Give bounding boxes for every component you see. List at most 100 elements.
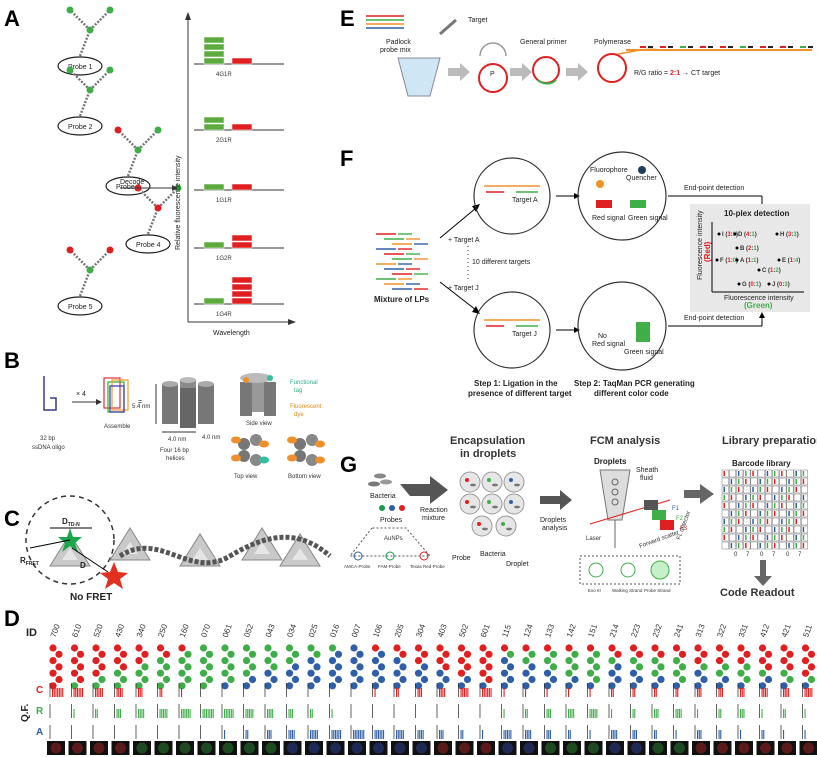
- barcode-sphere: [721, 675, 730, 684]
- probe-label: Probe 4: [136, 242, 161, 249]
- padlock-label-1: Padlock: [386, 39, 411, 46]
- barcode-stripe: [788, 519, 790, 524]
- qf-bar: [187, 709, 189, 718]
- qf-bar: [571, 709, 573, 718]
- qf-bar: [655, 709, 657, 718]
- probe-arms: [69, 249, 111, 297]
- barcode-cell: [743, 501, 751, 510]
- micro-bead: [50, 742, 62, 754]
- barcode-sphere: [156, 657, 165, 665]
- rfret-line: [29, 539, 71, 549]
- barcode-cell: [750, 525, 758, 534]
- qf-bar: [181, 688, 183, 697]
- qf-bar: [78, 688, 80, 697]
- barcode-sphere: [414, 682, 423, 690]
- qf-bar: [510, 730, 512, 739]
- barcode-cell: [786, 485, 794, 494]
- micro-bead: [566, 742, 578, 754]
- encap-title-1: Encapsulation: [450, 435, 525, 447]
- barcode-cell: [765, 525, 772, 534]
- qf-bar: [288, 709, 290, 718]
- ligation-circle-a: [473, 157, 551, 235]
- qf-bar: [383, 730, 385, 739]
- qf-bar: [444, 688, 446, 697]
- barcode-stripe: [781, 527, 783, 532]
- qf-bar: [399, 730, 401, 739]
- bacteria-label: Bacteria: [370, 493, 396, 500]
- qf-bar: [189, 709, 191, 718]
- qf-bar: [57, 688, 59, 697]
- barcode-id: 124: [522, 622, 535, 638]
- micro-bead: [523, 742, 535, 754]
- qf-bar: [207, 709, 209, 718]
- qf-bar: [205, 709, 207, 718]
- qf-bar: [596, 709, 598, 718]
- barcode-id: 430: [113, 622, 126, 638]
- green-signal-block: [630, 200, 646, 208]
- barcode-sphere: [313, 675, 321, 684]
- qf-bar: [356, 730, 358, 739]
- barcode-sphere: [780, 657, 788, 665]
- texas-probe-icon: [419, 551, 429, 561]
- qf-bar: [616, 730, 618, 739]
- qf-bar: [52, 688, 54, 697]
- barcode-sphere: [227, 650, 235, 658]
- barcode-cell: [765, 469, 772, 478]
- arrow-e1: [448, 63, 470, 81]
- polymerase-label: Polymerase: [594, 39, 631, 46]
- barcode-stripe: [773, 503, 776, 508]
- green-signal-label-j: Green signal: [624, 349, 664, 356]
- qf-bar: [247, 709, 249, 718]
- barcode-sphere: [543, 657, 552, 665]
- barcode-stripe: [766, 487, 769, 492]
- barcode-stripe: [730, 487, 733, 492]
- barcode-stripe: [773, 471, 776, 476]
- barcode-sphere: [457, 682, 466, 690]
- barcode-sphere: [635, 675, 644, 684]
- barcode-cell: [793, 485, 801, 494]
- plex-point-label: E (1:4): [782, 258, 800, 264]
- barcode-cell: [750, 469, 758, 478]
- qf-bar: [614, 730, 616, 739]
- micro-bead: [695, 742, 707, 754]
- barcode-sphere: [571, 663, 579, 671]
- barcode-id: 502: [457, 622, 470, 638]
- barcode-sphere: [737, 682, 745, 690]
- qf-bar: [592, 709, 594, 718]
- barcode-stripe: [795, 511, 797, 516]
- barcode-sphere: [399, 650, 407, 658]
- bottom-view-label: Bottom view: [288, 474, 321, 480]
- micro-bead: [308, 742, 320, 754]
- red-bar-unit: [231, 241, 253, 249]
- qf-bar: [675, 730, 677, 739]
- barcode-sphere: [242, 657, 251, 665]
- green-signal-block-j: [636, 322, 650, 342]
- barcode-stripe: [759, 543, 761, 548]
- barcode-sphere: [436, 669, 444, 677]
- micro-bead: [394, 742, 406, 754]
- detector-1: [644, 500, 658, 510]
- barcode-stripe: [788, 543, 790, 548]
- qf-bar: [118, 688, 120, 697]
- barcode-cell: [721, 493, 729, 502]
- qf-bar: [138, 709, 140, 718]
- qf-bar: [530, 730, 532, 739]
- plex-point-label: H (3:3): [780, 232, 799, 238]
- barcode-sphere: [506, 663, 515, 671]
- barcode-stripe: [795, 479, 797, 484]
- qf-bar: [53, 688, 55, 697]
- green-bar-unit: [203, 123, 225, 131]
- fluor-dot: [106, 6, 114, 14]
- barcode-cell: [801, 485, 808, 494]
- arrow-target-a: [439, 207, 477, 239]
- times-four: × 4: [76, 391, 86, 398]
- barcode-sphere: [371, 657, 380, 665]
- barcode-stripe: [723, 503, 725, 508]
- qf-bar: [462, 688, 464, 697]
- qf-bar: [568, 688, 570, 697]
- top-view-model: [231, 434, 269, 466]
- plex-title: 10-plex detection: [724, 209, 789, 218]
- barcode-sphere: [328, 682, 337, 690]
- code-label: 1G1R: [216, 198, 232, 204]
- barcode-stripe: [781, 487, 783, 492]
